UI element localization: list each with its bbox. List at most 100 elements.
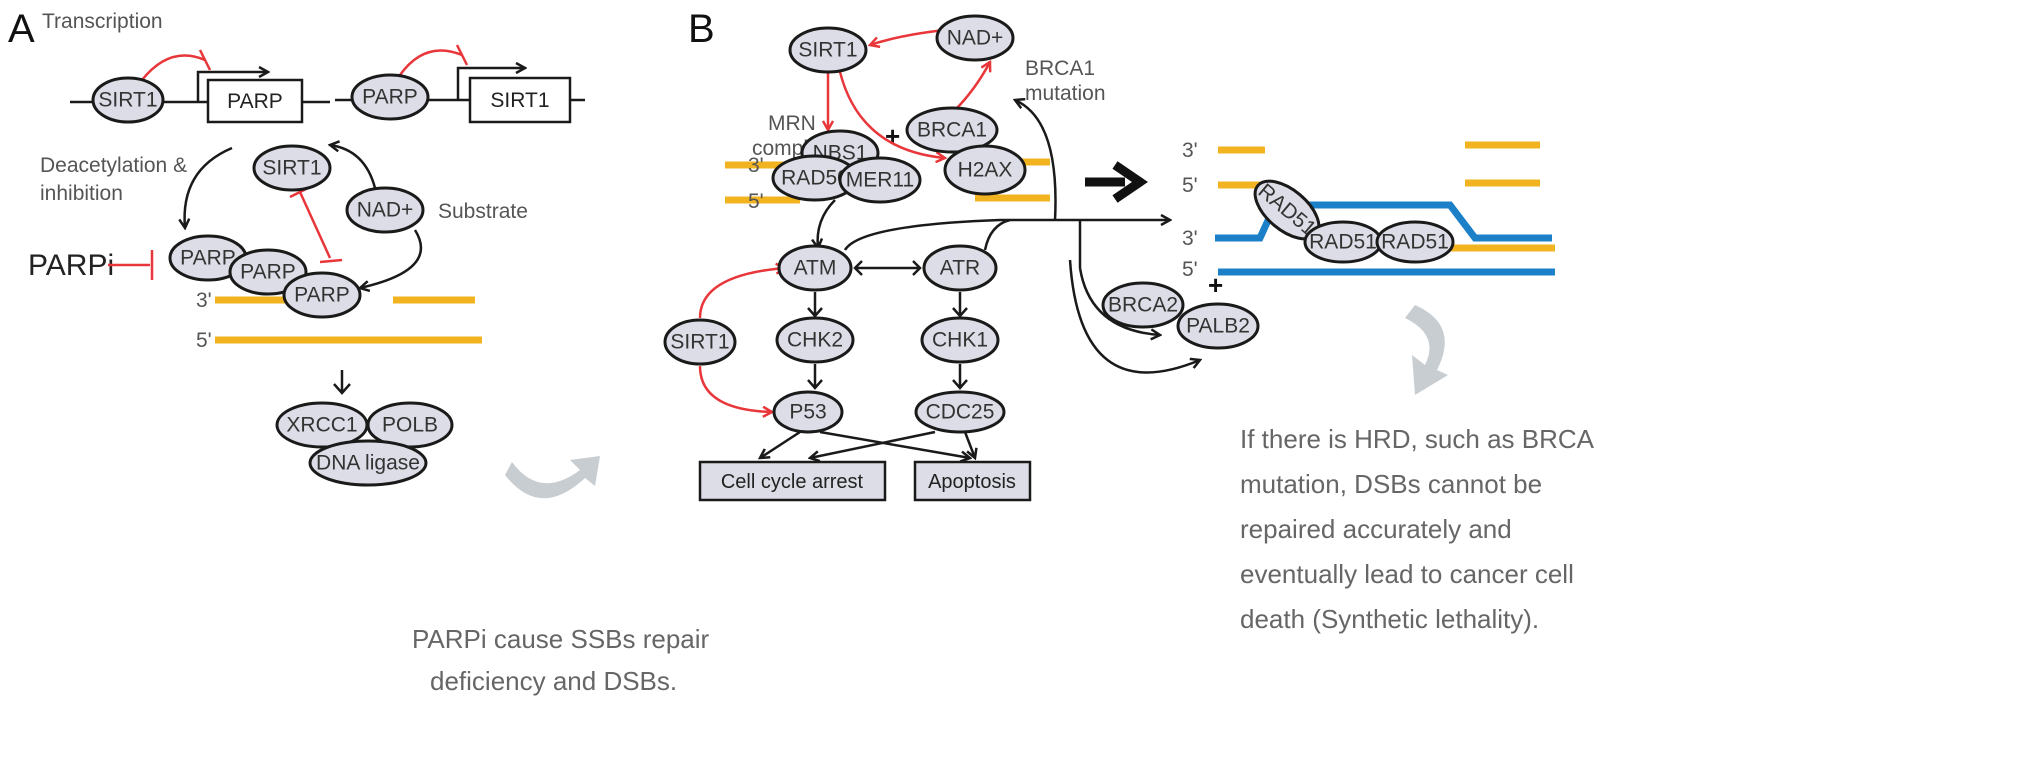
node-atm-panel-b: ATM bbox=[777, 244, 853, 292]
node-label: NAD+ bbox=[357, 199, 414, 222]
node-ellipse bbox=[350, 73, 430, 121]
node-ligase-panel-a: DNA ligase bbox=[308, 439, 428, 487]
strand-5-label-a: 5' bbox=[196, 329, 212, 352]
node-parp2-panel-a: PARP bbox=[228, 248, 308, 296]
node-rad51-a-panel-b: RAD51 bbox=[1254, 179, 1321, 240]
panel-a-letter: A bbox=[8, 7, 35, 51]
strand-5-label-b: 5' bbox=[748, 190, 764, 213]
node-polb-panel-a: POLB bbox=[366, 401, 454, 449]
node-rad50-panel-b: RAD50 bbox=[771, 154, 859, 202]
node-label: PARP bbox=[180, 247, 236, 270]
node-cdc25-panel-b: CDC25 bbox=[914, 390, 1006, 434]
node-label: SIRT1 bbox=[798, 39, 857, 62]
node-ellipse bbox=[943, 144, 1027, 196]
node-ellipse bbox=[282, 271, 362, 319]
caption-a-2: deficiency and DSBs. bbox=[430, 666, 677, 696]
node-ellipse bbox=[935, 14, 1015, 62]
plus-sign-brca2: + bbox=[1208, 270, 1223, 300]
node-sirt1-left-panel-b: SIRT1 bbox=[663, 318, 737, 366]
node-label: PARP bbox=[240, 261, 296, 284]
node-label: RAD50 bbox=[781, 167, 849, 190]
brca1-mutation-label-1: BRCA1 bbox=[1025, 57, 1095, 80]
caption-b-line: repaired accurately and bbox=[1240, 514, 1512, 544]
node-h2ax-panel-b: H2AX bbox=[943, 144, 1027, 196]
node-label: MER11 bbox=[846, 169, 914, 192]
node-ellipse bbox=[228, 248, 308, 296]
node-ellipse bbox=[1176, 302, 1260, 350]
node-label: POLB bbox=[382, 414, 438, 437]
node-sirt1-panel-a: SIRT1 bbox=[252, 144, 332, 192]
brca1-mutation-label-2: mutation bbox=[1025, 82, 1106, 105]
node-rad51-b-panel-b: RAD51 bbox=[1303, 220, 1383, 264]
node-label: DNA ligase bbox=[316, 452, 420, 475]
node-label: H2AX bbox=[958, 159, 1013, 182]
gray-curved-arrow-b bbox=[1405, 305, 1448, 395]
substrate-label: Substrate bbox=[438, 200, 528, 223]
node-ellipse bbox=[308, 439, 428, 487]
node-label: SIRT1 bbox=[670, 331, 729, 354]
strand-3-top-right: 3' bbox=[1182, 139, 1198, 162]
node-ellipse bbox=[914, 390, 1006, 434]
parp-gene: PARP bbox=[70, 49, 330, 124]
node-label: PARP bbox=[362, 86, 418, 109]
caption-a-1: PARPi cause SSBs repair bbox=[412, 624, 710, 654]
cell-cycle-arrest-label: Cell cycle arrest bbox=[721, 471, 864, 493]
parp-gene-label: PARP bbox=[227, 90, 283, 113]
mrn-complex-label-1: MRN bbox=[768, 112, 816, 135]
caption-b-line: If there is HRD, such as BRCA bbox=[1240, 424, 1595, 454]
node-ellipse bbox=[1101, 281, 1185, 329]
node-ellipse bbox=[775, 316, 855, 364]
node-ellipse bbox=[345, 186, 425, 234]
strand-5-top-right: 5' bbox=[1182, 174, 1198, 197]
strand-3-label-b: 3' bbox=[748, 154, 764, 177]
node-ellipse bbox=[91, 76, 165, 124]
sirt1-gene-label: SIRT1 bbox=[490, 89, 549, 112]
node-protein-panel-a: PARP bbox=[350, 73, 430, 121]
node-ellipse bbox=[905, 106, 999, 154]
gray-curved-arrow-a bbox=[505, 456, 600, 499]
node-ellipse bbox=[772, 390, 844, 434]
node-label: BRCA1 bbox=[917, 119, 987, 142]
node-chk2-panel-b: CHK2 bbox=[775, 316, 855, 364]
node-label: RAD51 bbox=[1309, 231, 1377, 254]
deacetylation-label: Deacetylation & bbox=[40, 154, 187, 177]
apoptosis-box bbox=[913, 460, 1032, 502]
node-parp3-panel-a: PARP bbox=[282, 271, 362, 319]
node-ellipse bbox=[922, 244, 998, 292]
node-xrcc1-panel-a: XRCC1 bbox=[275, 401, 369, 449]
strand-3-bottom-right: 3' bbox=[1182, 227, 1198, 250]
cell-cycle-arrest-box bbox=[698, 460, 887, 502]
strand-3-label-a: 3' bbox=[196, 289, 212, 312]
node-label: P53 bbox=[789, 401, 826, 424]
node-label: NAD+ bbox=[947, 27, 1004, 50]
node-label: CHK1 bbox=[932, 329, 988, 352]
node-protein-panel-a: SIRT1 bbox=[91, 76, 165, 124]
node-label: RAD51 bbox=[1381, 231, 1449, 254]
caption-b-line: eventually lead to cancer cell bbox=[1240, 559, 1574, 589]
node-ellipse bbox=[838, 156, 922, 204]
node-sirt1-top-panel-b: SIRT1 bbox=[788, 26, 868, 74]
node-mer11-panel-b: MER11 bbox=[838, 156, 922, 204]
transcription-label: Transcription bbox=[42, 10, 163, 33]
inhibition-label: inhibition bbox=[40, 182, 123, 205]
parpi-label: PARPi bbox=[28, 249, 114, 282]
node-ellipse bbox=[663, 318, 737, 366]
node-ellipse bbox=[920, 316, 1000, 364]
caption-b-line: mutation, DSBs cannot be bbox=[1240, 469, 1542, 499]
apoptosis-label: Apoptosis bbox=[928, 471, 1016, 493]
node-brca2-panel-b: BRCA2 bbox=[1101, 281, 1185, 329]
node-rad51-c-panel-b: RAD51 bbox=[1375, 220, 1455, 264]
node-ellipse bbox=[252, 144, 332, 192]
node-label: CHK2 bbox=[787, 329, 843, 352]
node-label: SIRT1 bbox=[98, 89, 157, 112]
node-label: BRCA2 bbox=[1108, 294, 1178, 317]
node-p53-panel-b: P53 bbox=[772, 390, 844, 434]
node-label: ATR bbox=[940, 257, 980, 280]
node-ellipse bbox=[788, 26, 868, 74]
node-brca1-panel-b: BRCA1 bbox=[905, 106, 999, 154]
node-ellipse bbox=[1375, 220, 1455, 264]
strand-5-bottom-right: 5' bbox=[1182, 258, 1198, 281]
node-label: PALB2 bbox=[1186, 315, 1250, 338]
node-label: PARP bbox=[294, 284, 350, 307]
